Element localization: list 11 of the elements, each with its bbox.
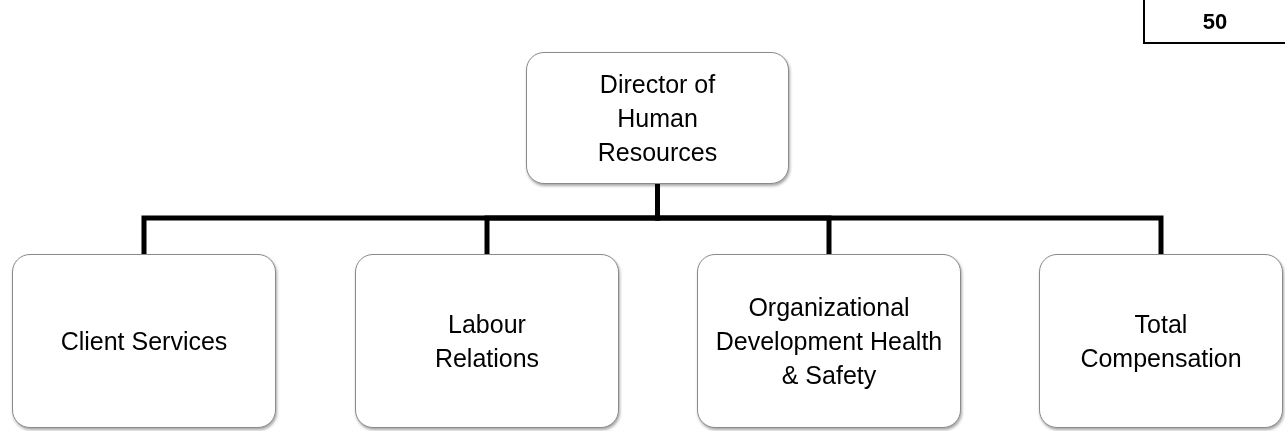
org-box xyxy=(1039,254,1283,428)
box-title: Client Services xyxy=(60,326,228,357)
org-box xyxy=(12,254,276,428)
box-title: Director of Human Resources xyxy=(596,69,719,168)
page-number: 50 xyxy=(1143,0,1285,44)
box-title: Organizational Development Health & Safety xyxy=(714,292,944,391)
org-box xyxy=(526,52,789,184)
org-box xyxy=(355,254,619,428)
org-box xyxy=(697,254,961,428)
box-title: Labour Relations xyxy=(433,309,541,374)
box-title: Total Compensation xyxy=(1079,309,1243,374)
